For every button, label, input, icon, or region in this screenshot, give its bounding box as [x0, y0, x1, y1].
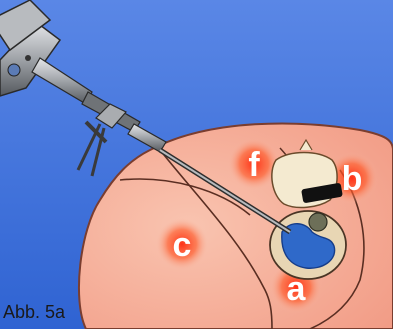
label-b: b: [342, 160, 363, 198]
label-f: f: [248, 146, 260, 184]
label-c: c: [173, 226, 192, 264]
nerve-root: [309, 213, 327, 231]
label-a: a: [287, 270, 307, 308]
figure-caption: Abb. 5a: [3, 302, 65, 323]
